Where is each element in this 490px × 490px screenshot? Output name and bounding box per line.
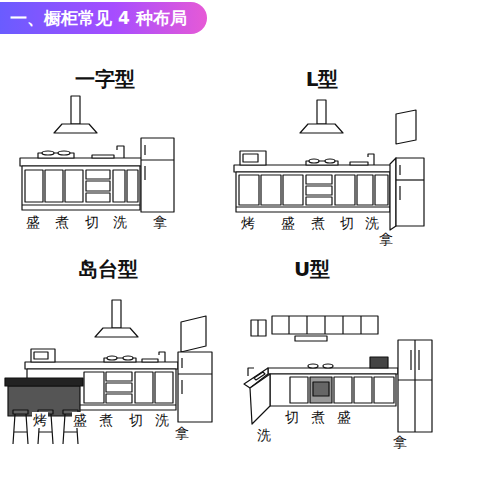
zone-label: 洗 — [112, 214, 128, 230]
zone-label: 拿 — [392, 434, 408, 450]
zone-label: 拿 — [378, 231, 394, 247]
zone-label: 盛 — [25, 214, 41, 230]
zone-label: 切 — [284, 409, 300, 425]
zone-label: 切 — [128, 412, 144, 428]
zone-label: 盛 — [280, 215, 296, 231]
zone-label: 切 — [339, 215, 355, 231]
zone-label: 烤 — [240, 215, 256, 231]
zone-label: 煮 — [54, 214, 70, 230]
zone-label: 煮 — [310, 215, 326, 231]
zone-label: 煮 — [98, 412, 114, 428]
zone-label: 洗 — [154, 412, 170, 428]
zone-label: 拿 — [152, 214, 168, 230]
zone-label: 盛 — [336, 409, 352, 425]
zone-label: 烤 — [32, 412, 48, 428]
layout-heading: 岛台型 — [77, 258, 139, 281]
layout-heading: U型 — [293, 258, 331, 281]
title-text: 一、橱柜常见 4 种布局 — [10, 7, 187, 30]
layout-heading: 一字型 — [74, 68, 136, 91]
zone-label: 洗 — [364, 215, 380, 231]
zone-label: 盛 — [72, 412, 88, 428]
layout-heading: L型 — [305, 68, 340, 91]
zone-label: 切 — [84, 214, 100, 230]
zone-label: 拿 — [174, 425, 190, 441]
zone-label: 煮 — [310, 409, 326, 425]
zone-label: 洗 — [256, 427, 272, 443]
